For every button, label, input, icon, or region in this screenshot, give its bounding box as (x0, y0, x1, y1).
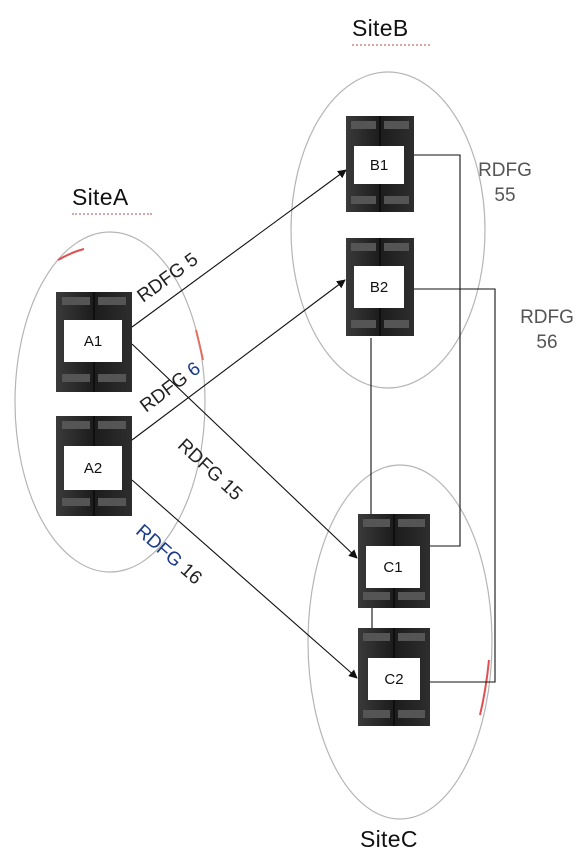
rdfg55-line2: 55 (494, 185, 516, 206)
site-c-accent (479, 659, 490, 716)
rdfg56-line2: 56 (536, 332, 558, 353)
site-b-boundary (290, 71, 486, 389)
site-a-boundary (14, 231, 206, 573)
rdfg56-line1: RDFG (520, 307, 574, 328)
array-a2-label: A2 (64, 446, 122, 490)
rdfg56-label: RDFG 56 (508, 305, 586, 355)
array-c2: C2 (358, 628, 430, 726)
link-a2-c2 (131, 479, 358, 679)
array-a1: A1 (56, 292, 132, 392)
array-b1: B1 (346, 116, 414, 212)
link-b1-c1 (412, 154, 461, 547)
site-a-underline (72, 209, 152, 215)
link-a1-c1 (131, 343, 358, 559)
array-a1-label: A1 (64, 320, 122, 362)
site-b-label: SiteB (352, 15, 409, 41)
rdfg55-label: RDFG 55 (466, 158, 544, 208)
array-b2-label: B2 (354, 266, 404, 308)
site-c-label: SiteC (360, 826, 418, 852)
link-a1-b1 (131, 169, 347, 328)
array-b2: B2 (346, 238, 414, 336)
array-a2: A2 (56, 416, 132, 516)
site-a-accent-2 (195, 329, 204, 361)
site-a-label: SiteA (72, 184, 129, 210)
array-c1: C1 (358, 514, 430, 608)
array-b1-label: B1 (354, 146, 404, 184)
link-a2-b2 (131, 279, 346, 441)
array-c1-label: C1 (366, 546, 420, 588)
site-c-boundary (307, 464, 493, 820)
site-b-underline (352, 40, 430, 46)
rdfg55-line1: RDFG (478, 160, 532, 181)
link-b2-c2 (412, 288, 496, 683)
array-c2-label: C2 (368, 658, 420, 700)
site-a-accent (57, 248, 85, 261)
